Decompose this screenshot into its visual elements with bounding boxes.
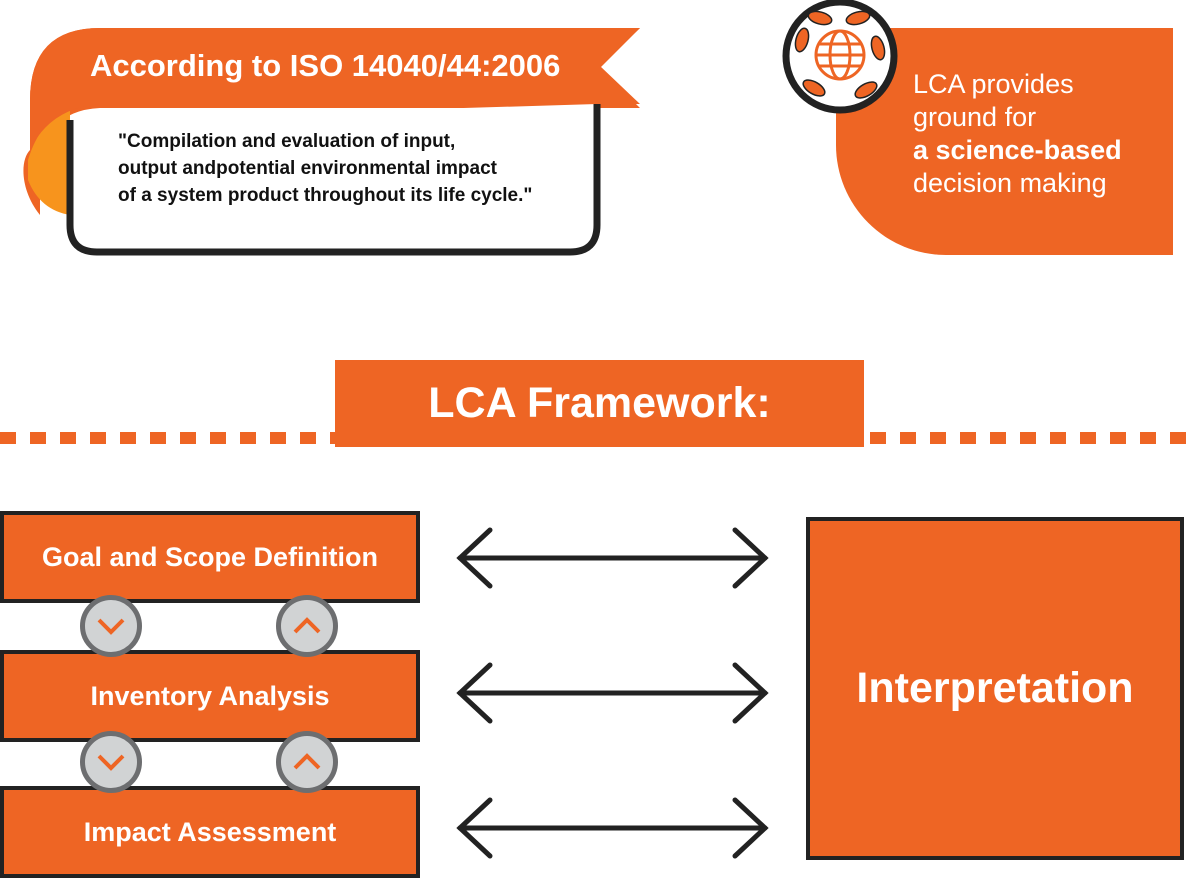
framework-title: LCA Framework: (335, 360, 864, 447)
double-arrow-icon (456, 797, 769, 859)
definition-quote: "Compilation and evaluation of input, ou… (118, 128, 588, 209)
step-impact-assessment: Impact Assessment (0, 786, 420, 878)
lca-line: decision making (913, 168, 1107, 198)
lca-line: ground for (913, 102, 1037, 132)
double-arrow-icon (456, 527, 769, 589)
chevron-down-icon (80, 595, 142, 657)
lca-line: LCA provides (913, 69, 1074, 99)
step-inventory-analysis: Inventory Analysis (0, 650, 420, 742)
globe-with-leaves-icon (782, 0, 898, 114)
iso-ribbon-title: According to ISO 14040/44:2006 (90, 48, 561, 83)
bidirectional-arrows (456, 527, 769, 859)
chevron-down-icon (80, 731, 142, 793)
interpretation-box: Interpretation (806, 517, 1184, 860)
lca-line-bold: a science-based (913, 135, 1122, 165)
quote-line: "Compilation and evaluation of input, (118, 131, 456, 152)
quote-line: of a system product throughout its life … (118, 185, 533, 206)
chevron-up-icon (276, 731, 338, 793)
chevron-up-icon (276, 595, 338, 657)
quote-line: output andpotential environmental impact (118, 158, 497, 179)
step-goal-scope: Goal and Scope Definition (0, 511, 420, 603)
ribbon-banner (23, 28, 640, 256)
lca-card-text: LCA provides ground for a science-based … (913, 68, 1122, 200)
double-arrow-icon (456, 662, 769, 724)
